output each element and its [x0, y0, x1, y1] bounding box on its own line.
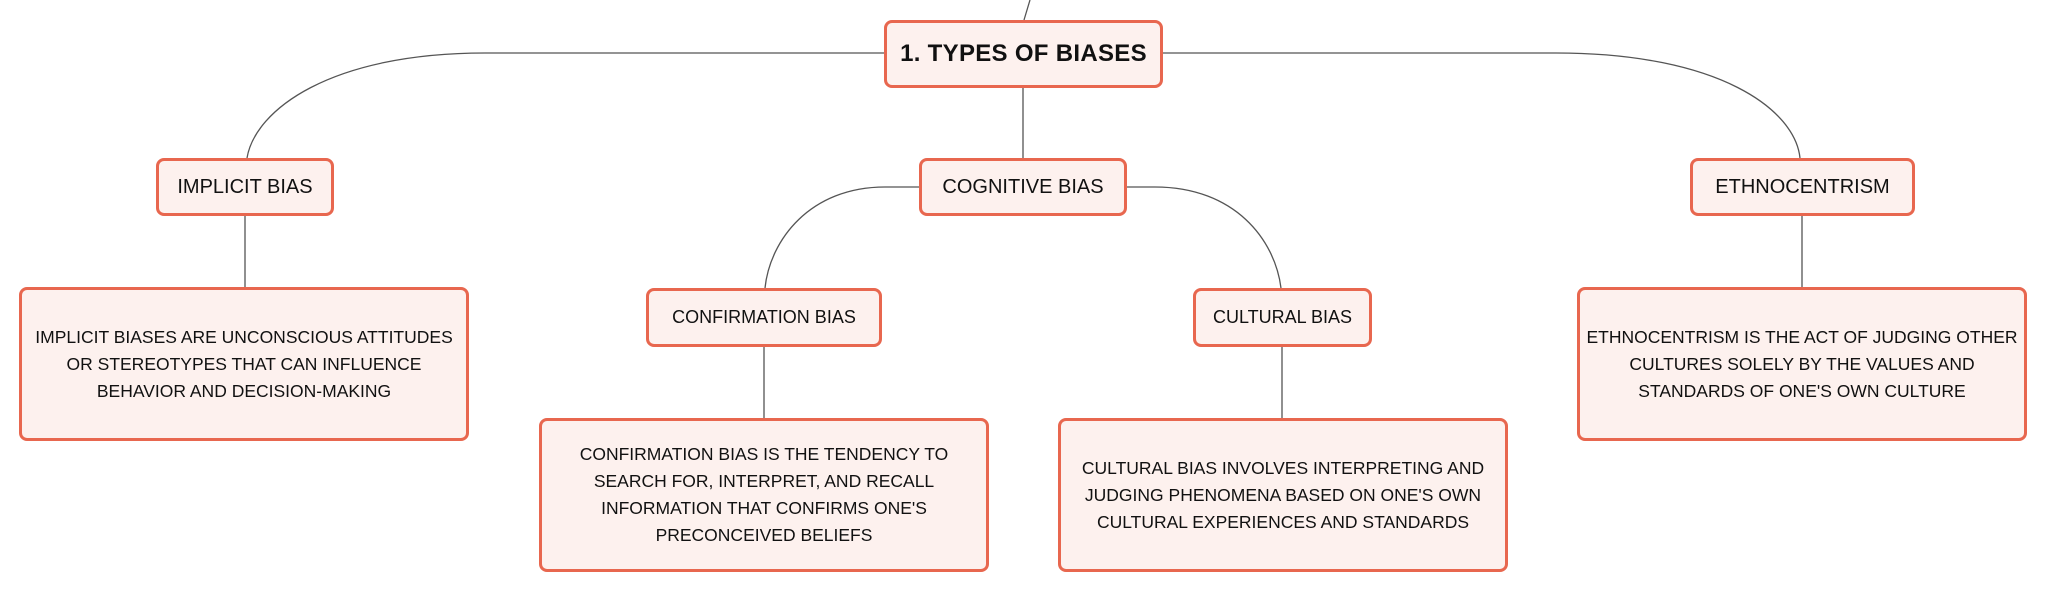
root-label: 1. TYPES OF BIASES — [900, 40, 1147, 67]
cognitive-bias-node[interactable]: COGNITIVE BIAS — [919, 158, 1127, 216]
ethnocentrism-description[interactable]: ETHNOCENTRISM IS THE ACT OF JUDGING OTHE… — [1577, 287, 2027, 441]
cultural-bias-node[interactable]: CULTURAL BIAS — [1193, 288, 1372, 347]
implicit-bias-label: IMPLICIT BIAS — [177, 175, 313, 198]
confirmation-bias-description[interactable]: CONFIRMATION BIAS IS THE TENDENCY TO SEA… — [539, 418, 989, 572]
connector-cognitive-to-cultural-bias — [1126, 186, 1282, 289]
cultural-bias-description[interactable]: CULTURAL BIAS INVOLVES INTERPRETING AND … — [1058, 418, 1508, 572]
ethnocentrism-description-text: ETHNOCENTRISM IS THE ACT OF JUDGING OTHE… — [1586, 326, 2018, 401]
ethnocentrism-label: ETHNOCENTRISM — [1715, 175, 1890, 198]
implicit-bias-description-text: IMPLICIT BIASES ARE UNCONSCIOUS ATTITUDE… — [35, 326, 453, 401]
confirmation-bias-description-text: CONFIRMATION BIAS IS THE TENDENCY TO SEA… — [579, 444, 949, 545]
cultural-bias-label: CULTURAL BIAS — [1212, 307, 1353, 327]
confirmation-bias-node[interactable]: CONFIRMATION BIAS — [646, 288, 882, 347]
connector-root-to-implicit-bias — [246, 52, 884, 159]
connector-root-to-ethnocentrism — [1162, 52, 1801, 159]
ethnocentrism-node[interactable]: ETHNOCENTRISM — [1690, 158, 1915, 216]
implicit-bias-node[interactable]: IMPLICIT BIAS — [156, 158, 334, 216]
connector-parent-to-root — [1023, 0, 1031, 21]
implicit-bias-description[interactable]: IMPLICIT BIASES ARE UNCONSCIOUS ATTITUDE… — [19, 287, 469, 441]
root-node[interactable]: 1. TYPES OF BIASES — [884, 20, 1163, 88]
connector-cognitive-to-confirmation-bias — [764, 186, 919, 289]
cognitive-bias-label: COGNITIVE BIAS — [942, 175, 1104, 198]
cultural-bias-description-text: CULTURAL BIAS INVOLVES INTERPRETING AND … — [1081, 457, 1485, 532]
confirmation-bias-label: CONFIRMATION BIAS — [672, 307, 856, 327]
